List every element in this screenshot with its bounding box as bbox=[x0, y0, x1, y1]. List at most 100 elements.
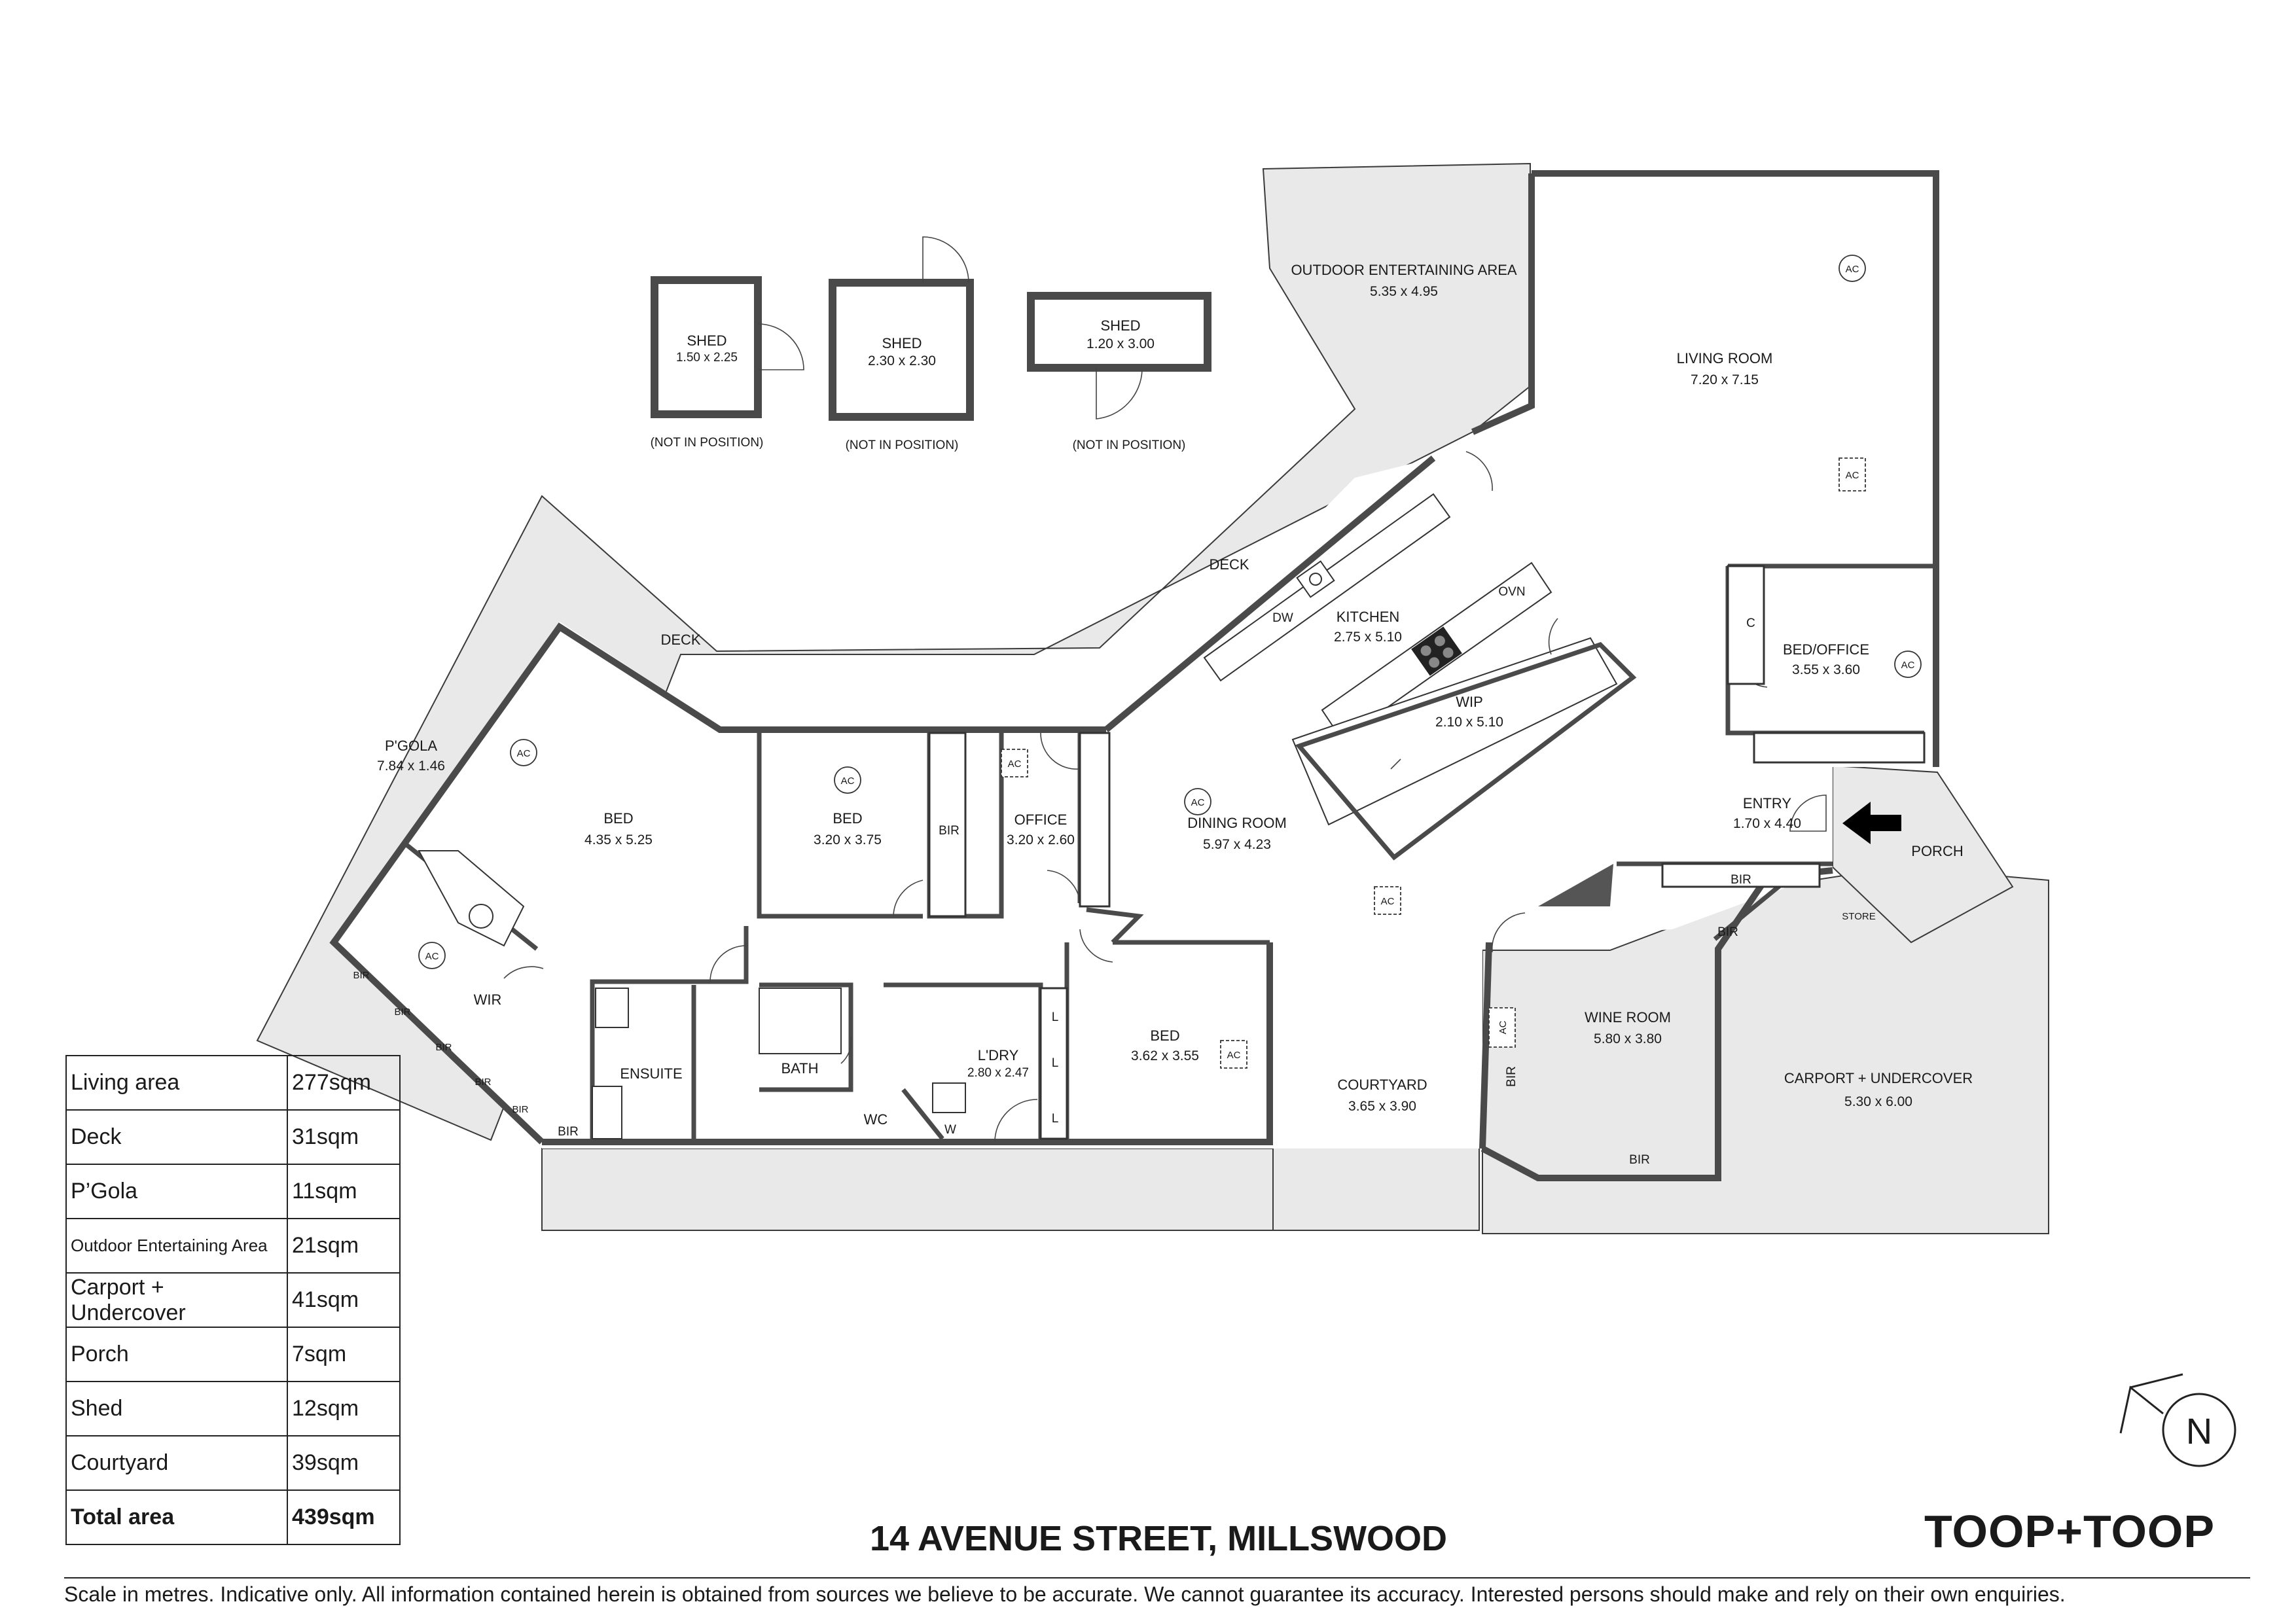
ac-label: AC bbox=[517, 748, 531, 759]
bir-label: BIR bbox=[558, 1125, 579, 1139]
table-row: Deck 31sqm bbox=[65, 1109, 401, 1165]
kitchen-dim: 2.75 x 5.10 bbox=[1334, 630, 1402, 645]
ac-label: AC bbox=[1008, 758, 1022, 770]
cupboard-label: C bbox=[1746, 616, 1755, 630]
sheds bbox=[651, 236, 1211, 421]
wir-name: WIR bbox=[474, 991, 502, 1008]
laundry-linen bbox=[1039, 987, 1068, 1140]
dining-room-dim: 5.97 x 4.23 bbox=[1203, 837, 1271, 852]
table-row: Outdoor Entertaining Area 21sqm bbox=[65, 1218, 401, 1274]
bath-name: BATH bbox=[781, 1060, 818, 1077]
table-row: P’Gola 11sqm bbox=[65, 1164, 401, 1219]
area-label: Deck bbox=[65, 1109, 288, 1165]
house-interior bbox=[334, 173, 1936, 1149]
ensuite-name: ENSUITE bbox=[620, 1065, 682, 1082]
wip-name: WIP bbox=[1456, 694, 1483, 710]
shed-3-name: SHED bbox=[1100, 317, 1140, 334]
ensuite-wc bbox=[595, 988, 629, 1028]
porch-name: PORCH bbox=[1911, 843, 1963, 859]
area-label: P’Gola bbox=[65, 1164, 288, 1219]
bed2-dim: 3.20 x 3.75 bbox=[814, 832, 882, 847]
bed-office-dim: 3.55 x 3.60 bbox=[1792, 662, 1860, 677]
ac-label: AC bbox=[1498, 1020, 1509, 1034]
carport-dim: 5.30 x 6.00 bbox=[1844, 1094, 1912, 1109]
laundry-tub bbox=[932, 1082, 966, 1113]
property-address: 14 AVENUE STREET, MILLSWOOD bbox=[869, 1519, 1448, 1558]
dining-room-name: DINING ROOM bbox=[1187, 815, 1287, 831]
bir-label: BIR bbox=[1717, 925, 1738, 939]
area-label: Outdoor Entertaining Area bbox=[65, 1218, 288, 1274]
table-row: Porch 7sqm bbox=[65, 1327, 401, 1382]
store-label: STORE bbox=[1842, 911, 1875, 922]
kitchen-name: KITCHEN bbox=[1336, 609, 1400, 625]
footer-divider bbox=[64, 1577, 2250, 1578]
ac-label: AC bbox=[1846, 470, 1859, 481]
entry-name: ENTRY bbox=[1743, 795, 1791, 812]
compass-north-label: N bbox=[2186, 1410, 2212, 1452]
bed2-name: BED bbox=[833, 810, 862, 827]
oven-label: OVN bbox=[1498, 585, 1525, 599]
living-room-name: LIVING ROOM bbox=[1677, 350, 1773, 366]
fixture-labels: DW OVN C STORE BIR BIR BIR BIR BIR BIR B… bbox=[353, 585, 1875, 1167]
courtyard-dim: 3.65 x 3.90 bbox=[1348, 1099, 1416, 1114]
bir-label: BIR bbox=[1731, 873, 1751, 887]
area-label: Porch bbox=[65, 1327, 288, 1382]
area-label: Courtyard bbox=[65, 1435, 288, 1491]
area-value: 21sqm bbox=[287, 1218, 401, 1274]
shed-2-name: SHED bbox=[882, 335, 922, 351]
bir-office bbox=[1079, 732, 1111, 908]
bir-label: BIR bbox=[512, 1104, 528, 1115]
north-arrow-icon bbox=[2119, 1385, 2164, 1434]
area-value: 41sqm bbox=[287, 1272, 401, 1328]
exterior-walls bbox=[329, 170, 1939, 1181]
wine-room-name: WINE ROOM bbox=[1585, 1009, 1671, 1026]
ac-label: AC bbox=[1227, 1050, 1241, 1061]
shed-3-door bbox=[1096, 368, 1143, 419]
linen-label: L bbox=[1052, 1010, 1059, 1024]
wine-bir-top bbox=[1661, 863, 1821, 888]
compass-icon bbox=[2162, 1393, 2236, 1467]
joinery bbox=[418, 565, 1926, 1140]
bed-office-name: BED/OFFICE bbox=[1783, 641, 1869, 658]
table-row: Carport + Undercover 41sqm bbox=[65, 1272, 401, 1328]
area-label: Total area bbox=[65, 1489, 288, 1545]
shed-2-dim: 2.30 x 2.30 bbox=[868, 353, 936, 368]
ensuite-vanity bbox=[592, 1086, 622, 1139]
shed-2-door bbox=[922, 236, 969, 283]
bir-label: BIR bbox=[435, 1042, 452, 1053]
wir-bench bbox=[418, 850, 525, 947]
sink bbox=[1296, 560, 1335, 598]
shed-1-dim: 1.50 x 2.25 bbox=[676, 351, 738, 365]
wir-basin bbox=[469, 904, 493, 929]
cooktop bbox=[1411, 626, 1462, 676]
wc-name: WC bbox=[864, 1111, 888, 1128]
disclaimer: Scale in metres. Indicative only. All in… bbox=[64, 1582, 2066, 1606]
living-room-dim: 7.20 x 7.15 bbox=[1691, 372, 1759, 387]
ac-label: AC bbox=[841, 776, 855, 787]
table-row: Courtyard 39sqm bbox=[65, 1435, 401, 1491]
ac-markers: AC AC AC AC AC AC AC AC AC AC AC bbox=[418, 255, 1922, 1069]
pgola-dim: 7.84 x 1.46 bbox=[377, 758, 445, 774]
ac-label: AC bbox=[1381, 896, 1395, 907]
wip-dim: 2.10 x 5.10 bbox=[1435, 715, 1503, 730]
shed-2-note: (NOT IN POSITION) bbox=[846, 438, 959, 452]
area-value: 439sqm bbox=[287, 1489, 401, 1545]
table-row-total: Total area 439sqm bbox=[65, 1489, 401, 1545]
bed3-dim: 3.62 x 3.55 bbox=[1131, 1048, 1199, 1063]
bed-office-robe bbox=[1753, 732, 1926, 764]
dishwasher-label: DW bbox=[1272, 611, 1293, 625]
bir-label: BIR bbox=[394, 1007, 410, 1018]
area-label: Carport + Undercover bbox=[65, 1272, 288, 1328]
office-name: OFFICE bbox=[1014, 812, 1067, 828]
table-row: Living area 277sqm bbox=[65, 1055, 401, 1111]
bath-tub bbox=[759, 988, 842, 1054]
shed-1-note: (NOT IN POSITION) bbox=[651, 436, 764, 450]
ac-label: AC bbox=[1901, 660, 1915, 671]
outdoor-entertaining-dim: 5.35 x 4.95 bbox=[1370, 284, 1438, 299]
shed-1-name: SHED bbox=[687, 332, 726, 349]
area-label: Living area bbox=[65, 1055, 288, 1111]
linen-label: L bbox=[1052, 1056, 1059, 1070]
area-value: 31sqm bbox=[287, 1109, 401, 1165]
office-dim: 3.20 x 2.60 bbox=[1007, 832, 1075, 847]
